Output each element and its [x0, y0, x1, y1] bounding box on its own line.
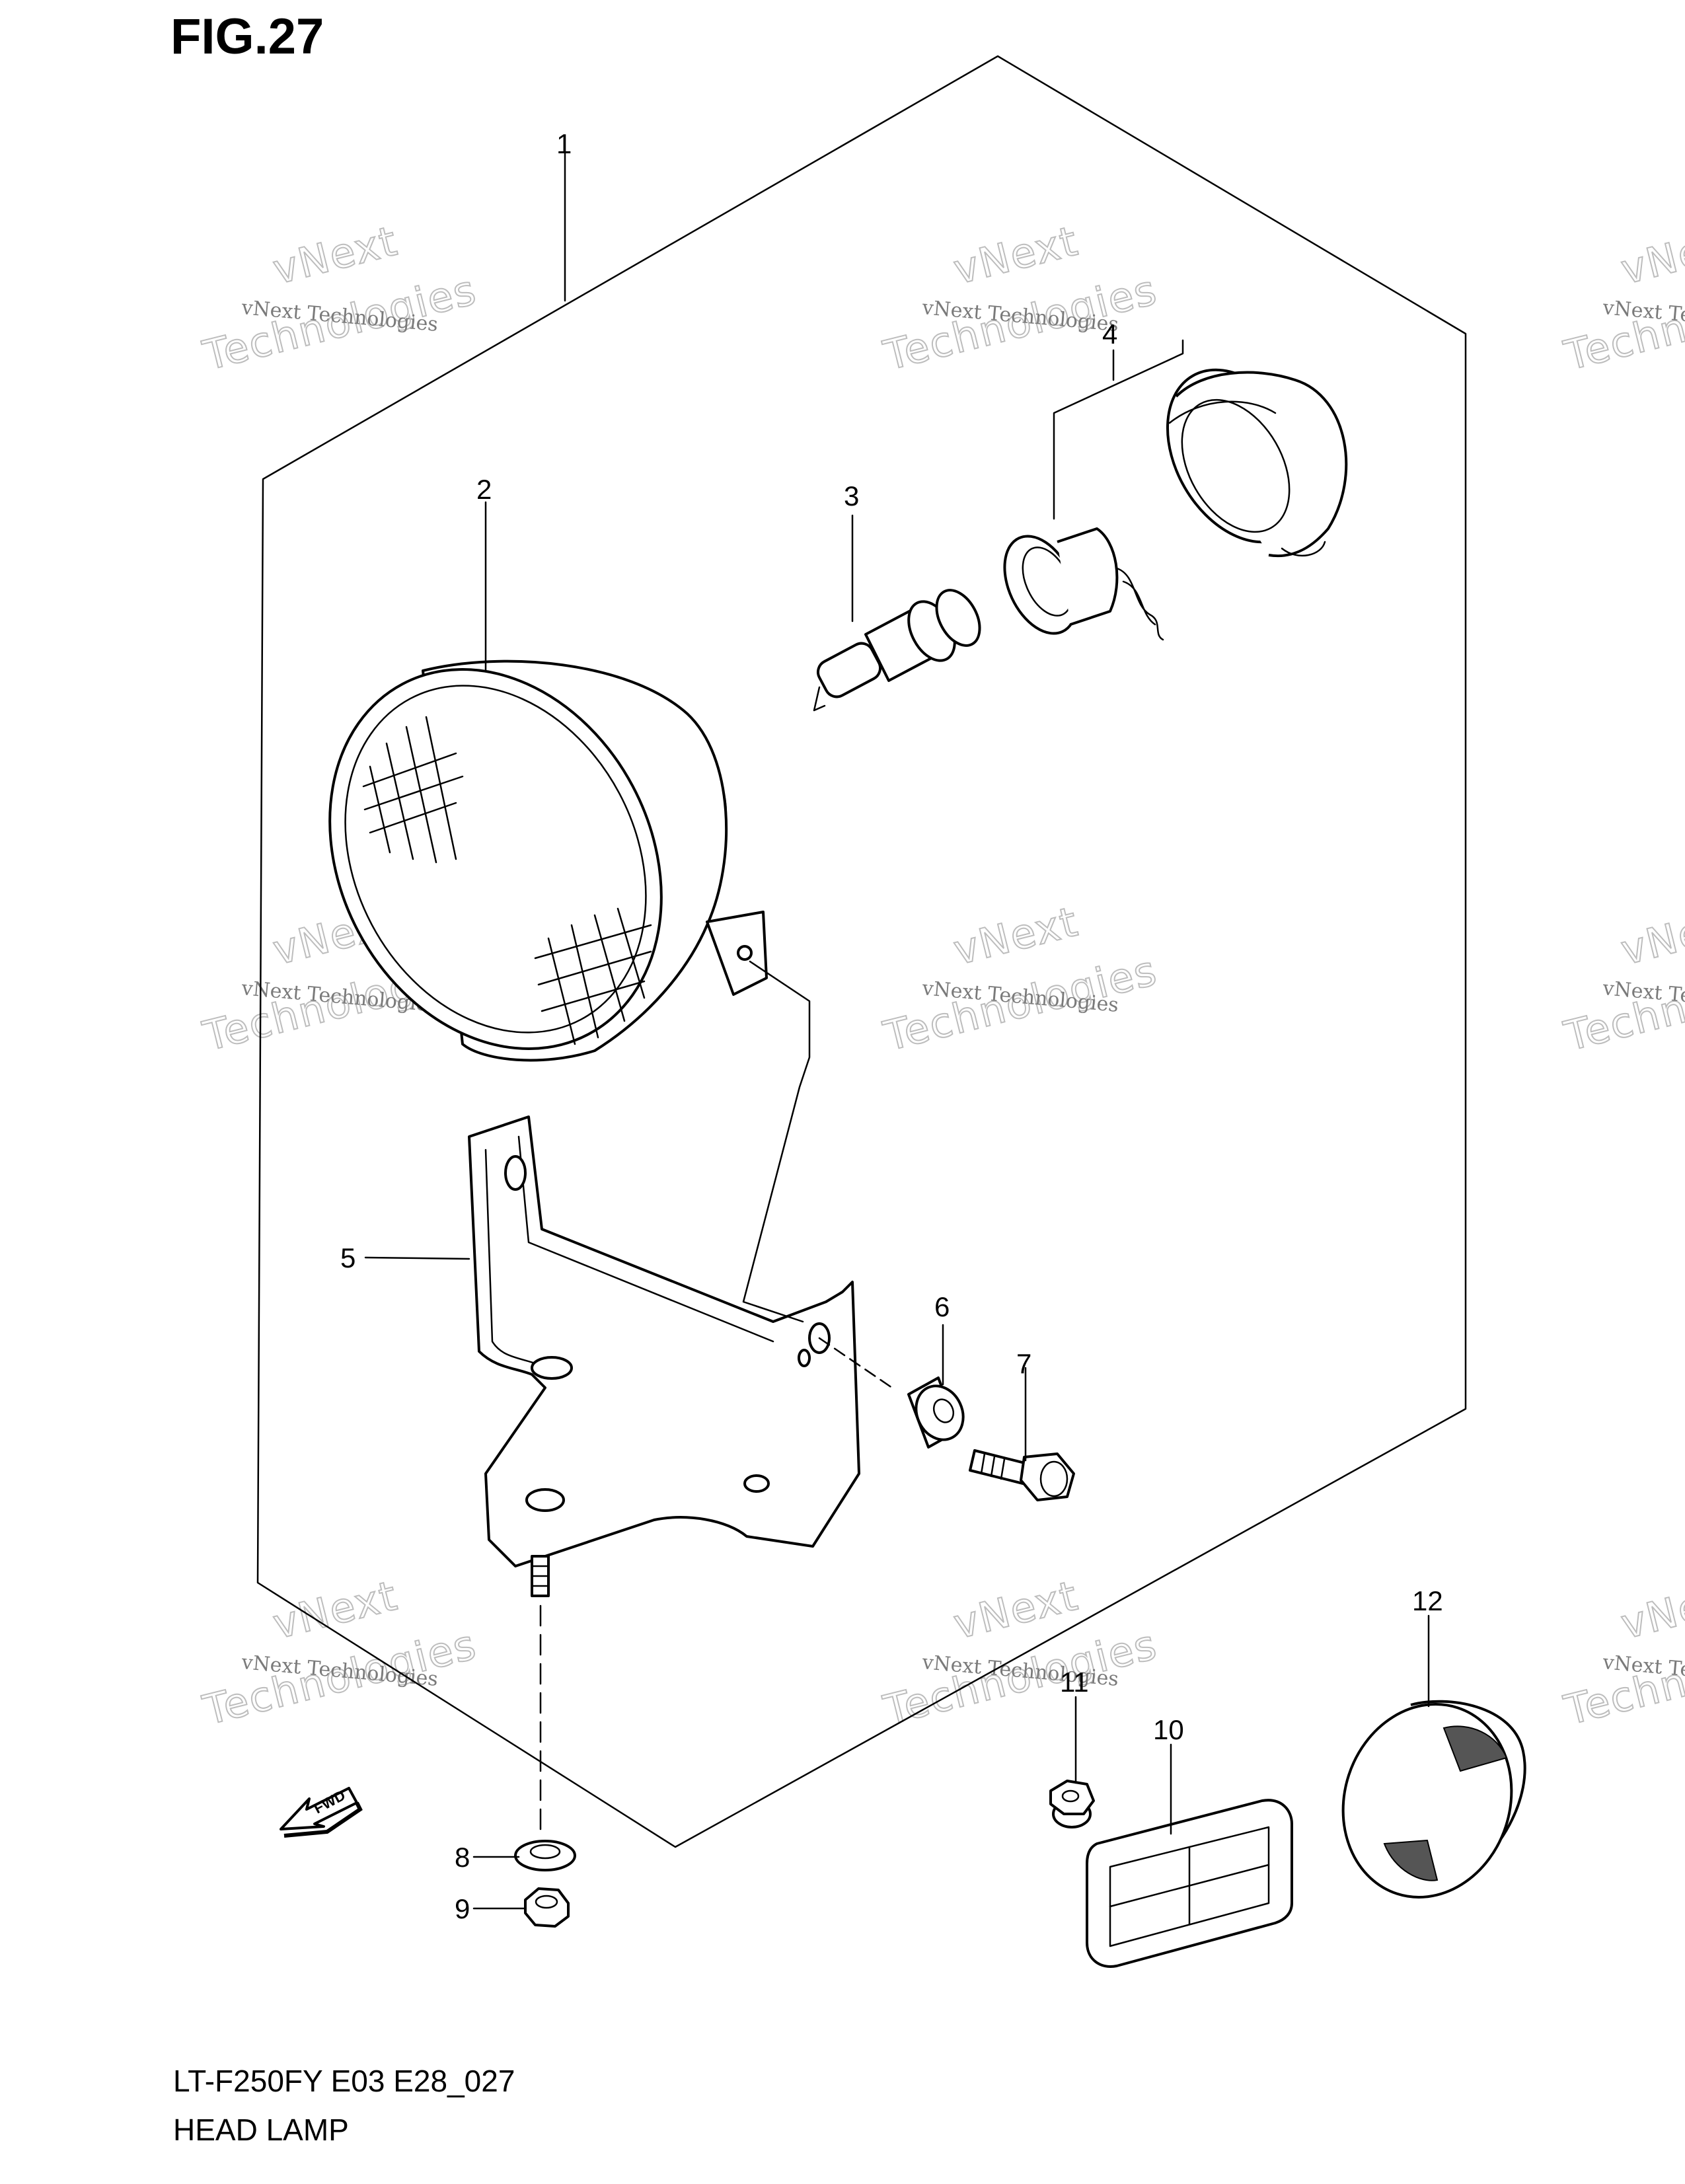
- watermark-big-partial1: vNe: [1616, 227, 1685, 294]
- flange-nut: [1049, 1780, 1095, 1828]
- callout-1: 1: [556, 128, 572, 159]
- washer: [514, 1840, 576, 1871]
- watermark-big-partial1: vNe: [1616, 907, 1685, 975]
- watermark-big-line1: vNext: [268, 1571, 402, 1648]
- bulb: [813, 589, 981, 712]
- callout-7: 7: [1016, 1348, 1031, 1379]
- callout-11: 11: [1060, 1667, 1089, 1698]
- leader-lines: [364, 152, 1430, 1910]
- watermark-mid-center: vNext Technologies vNext Technologies: [878, 896, 1162, 1061]
- callout-numbers: 1 2 3 4 5 6 7 8 9 10 11 12: [340, 128, 1443, 1924]
- bracket: [468, 1115, 860, 1597]
- section-name: HEAD LAMP: [173, 2113, 349, 2147]
- socket-and-position-lamp: [1003, 339, 1348, 641]
- headlamp-unit: [328, 659, 768, 1062]
- callout-9: 9: [455, 1893, 470, 1924]
- fwd-direction-arrow: FWD: [280, 1787, 363, 1838]
- rear-reflector: [1086, 1799, 1293, 1968]
- figure-title: FIG.27: [170, 9, 324, 65]
- watermark-big-line1: vNext: [949, 1571, 1083, 1648]
- watermark-big-partial1: vNe: [1616, 1581, 1685, 1649]
- watermark-top-right: vNe Techn vNext Techn: [1559, 226, 1685, 381]
- watermark-top-left: vNext Technologies vNext Technologies: [198, 215, 482, 380]
- watermark-big-line1: vNext: [268, 216, 402, 293]
- watermark-low-right: vNe Techn vNext Techn: [1559, 1581, 1685, 1735]
- assembly-line-grommet: [818, 1337, 893, 1389]
- watermark-top-center: vNext Technologies vNext Technologies: [878, 215, 1162, 380]
- watermark-low-left: vNext Technologies vNext Technologies: [198, 1570, 482, 1735]
- round-reflector: [1341, 1700, 1526, 1899]
- callout-8: 8: [455, 1842, 470, 1873]
- nut: [524, 1887, 570, 1928]
- grommet: [907, 1376, 965, 1449]
- callout-12: 12: [1412, 1585, 1443, 1616]
- callout-4: 4: [1102, 319, 1117, 350]
- callout-10: 10: [1153, 1714, 1184, 1745]
- bolt: [969, 1449, 1075, 1501]
- assembly-boundary: [256, 55, 1467, 1848]
- watermark-mid-right: vNe Techn vNext Techn: [1559, 907, 1685, 1061]
- watermark-big-line1: vNext: [949, 897, 1083, 974]
- callout-2: 2: [476, 474, 492, 505]
- assembly-line-lamp-bracket: [742, 960, 811, 1323]
- callout-3: 3: [844, 480, 859, 511]
- callout-5: 5: [340, 1242, 356, 1273]
- model-code: LT-F250FY E03 E28_027: [173, 2064, 515, 2098]
- watermark-big-line1: vNext: [949, 216, 1083, 293]
- callout-6: 6: [934, 1291, 950, 1322]
